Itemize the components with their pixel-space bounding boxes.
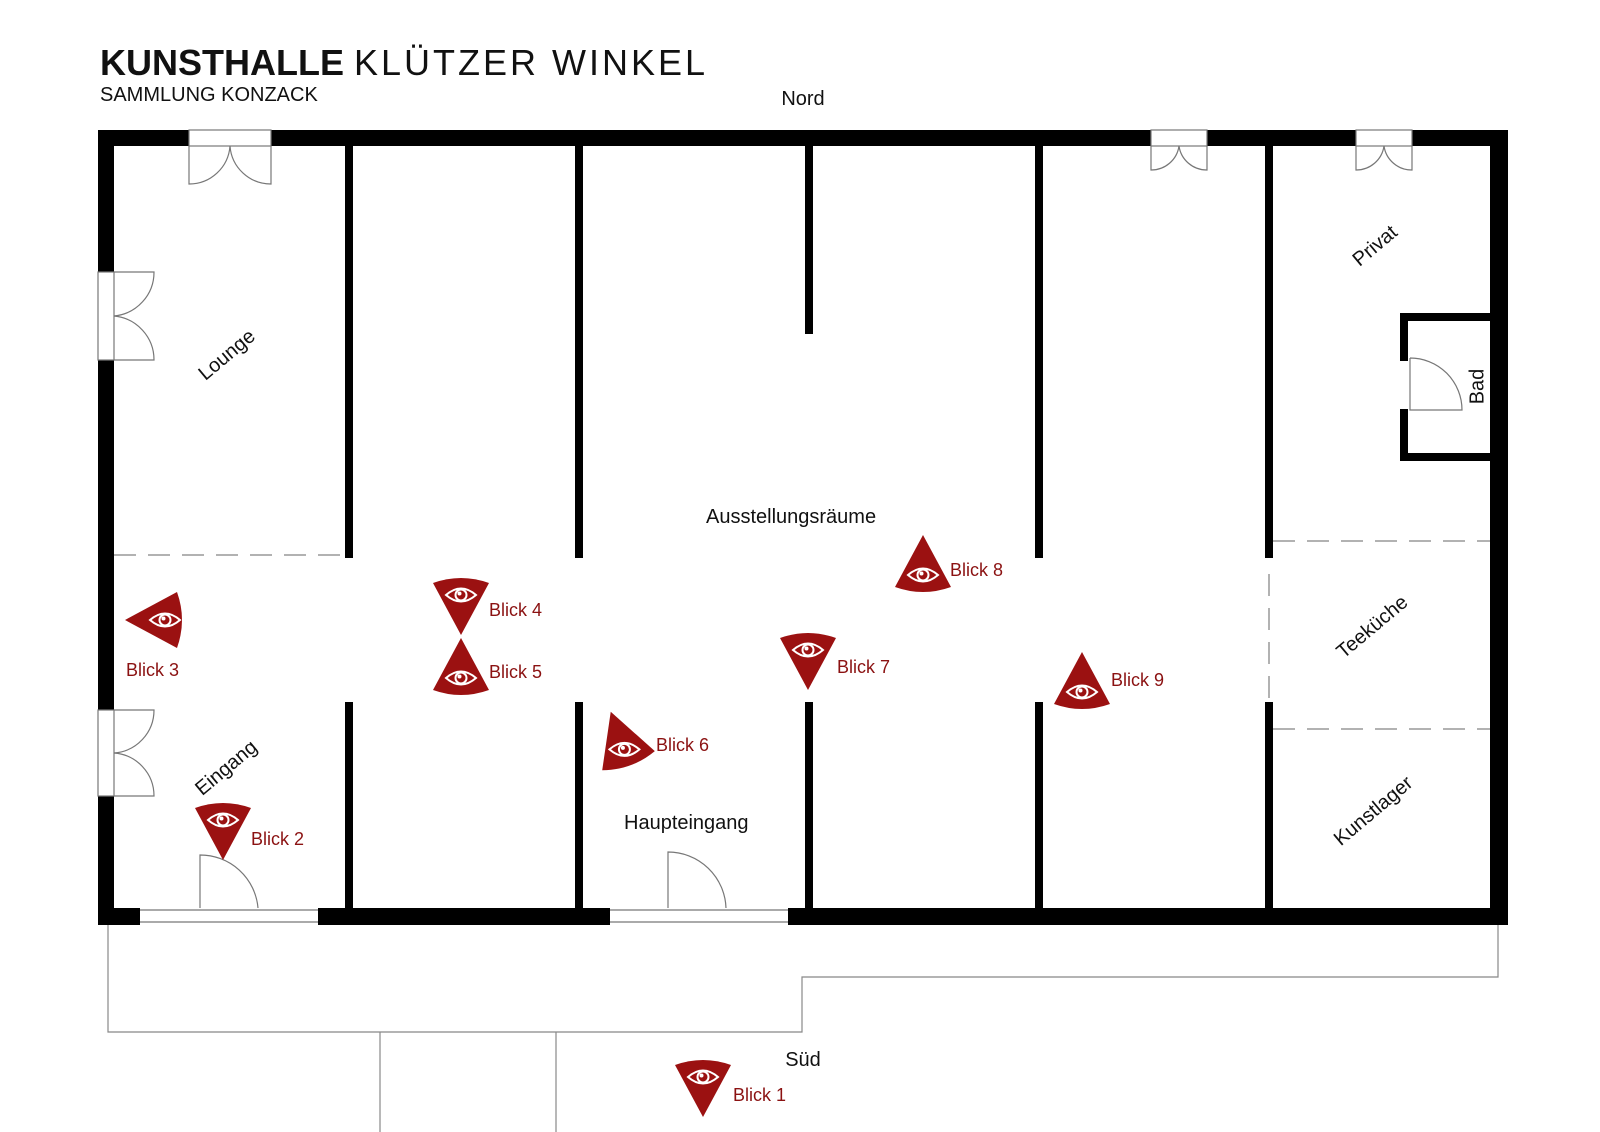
eye-icon xyxy=(148,612,182,628)
viewpoint-marker-blick-8[interactable] xyxy=(895,535,951,592)
title-light: KLÜTZER WINKEL xyxy=(353,42,709,83)
viewpoint-marker-blick-1[interactable] xyxy=(675,1060,731,1117)
viewpoint-marker-blick-7[interactable] xyxy=(780,633,836,690)
room-label-haupteingang: Haupteingang xyxy=(624,812,749,834)
dashed-separators xyxy=(114,540,1490,730)
page-subtitle: SAMMLUNG KONZACK xyxy=(100,84,318,106)
viewpoint-label-blick-6: Blick 6 xyxy=(656,735,710,755)
eye-icon xyxy=(791,642,825,658)
viewpoint-label-blick-5: Blick 5 xyxy=(489,662,543,682)
interior-walls xyxy=(345,146,1498,912)
eye-icon xyxy=(444,670,478,686)
viewpoint-label-blick-1: Blick 1 xyxy=(733,1085,787,1105)
viewpoint-markers xyxy=(125,535,1110,1117)
viewpoint-marker-blick-2[interactable] xyxy=(195,803,251,860)
viewpoint-label-blick-7: Blick 7 xyxy=(837,657,891,677)
eye-icon xyxy=(444,587,478,603)
viewpoint-marker-blick-6[interactable] xyxy=(584,702,656,775)
eye-icon xyxy=(906,567,940,583)
eye-icon xyxy=(1065,684,1099,700)
eye-icon xyxy=(206,812,240,828)
viewpoint-label-blick-9: Blick 9 xyxy=(1111,670,1165,690)
room-label-bad: Bad xyxy=(1466,368,1489,405)
viewpoint-marker-blick-5[interactable] xyxy=(433,638,489,695)
viewpoint-label-blick-8: Blick 8 xyxy=(950,560,1004,580)
viewpoint-label-blick-4: Blick 4 xyxy=(489,600,543,620)
viewpoint-marker-blick-4[interactable] xyxy=(433,578,489,635)
title-bold: KUNSTHALLE xyxy=(100,42,344,83)
viewpoint-label-blick-2: Blick 2 xyxy=(251,829,305,849)
eye-icon xyxy=(686,1069,720,1085)
wall-openings xyxy=(97,129,1412,926)
compass-north: Nord xyxy=(781,88,825,110)
viewpoint-marker-blick-3[interactable] xyxy=(125,592,182,648)
eye-icon xyxy=(607,741,641,757)
doors xyxy=(97,129,1463,923)
viewpoint-marker-blick-9[interactable] xyxy=(1054,652,1110,709)
room-label-ausstellungsraeume: Ausstellungsräume xyxy=(706,506,877,528)
terrace-outline xyxy=(107,925,1499,1132)
viewpoint-label-blick-3: Blick 3 xyxy=(126,660,180,680)
compass-south: Süd xyxy=(785,1049,821,1071)
